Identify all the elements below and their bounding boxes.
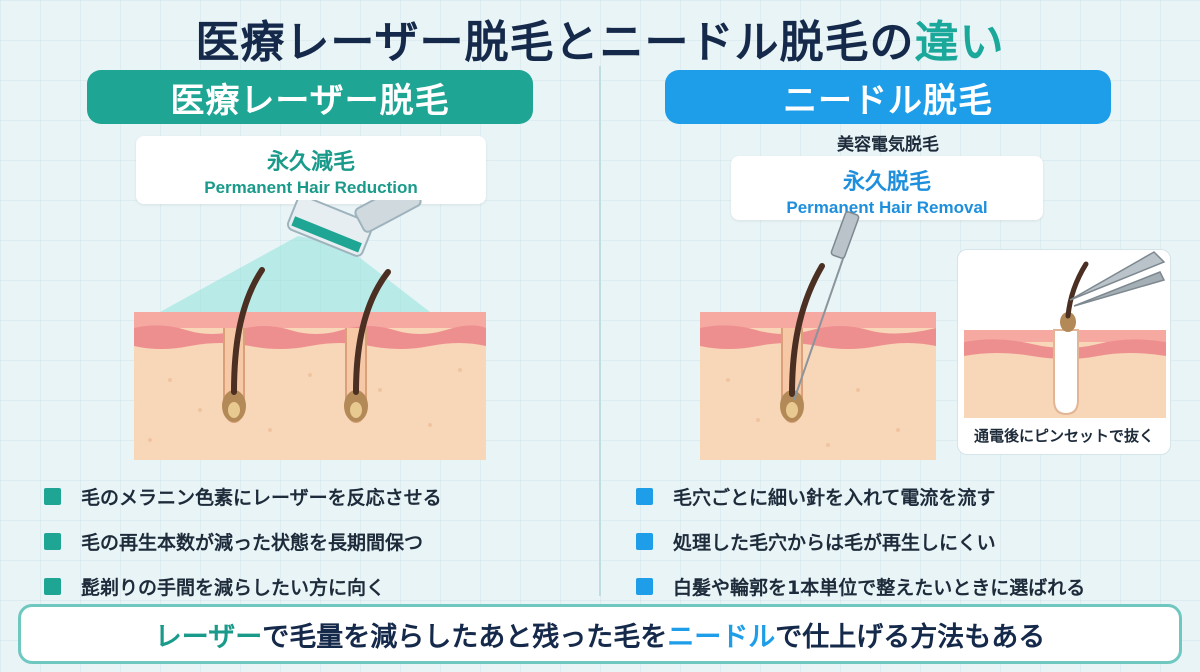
page-title-accent: 違い	[914, 17, 1005, 68]
laser-device-icon	[286, 200, 422, 257]
laser-beam	[160, 236, 430, 312]
laser-info-jp: 永久減毛	[266, 150, 355, 175]
hair-follicle-1	[222, 267, 265, 424]
laser-info-box: 永久減毛 Permanent Hair Reduction	[136, 136, 486, 204]
extracted-hair	[1060, 261, 1089, 332]
needle-bullet-item: 白髪や輪郭を1本単位で整えたいときに選ばれる	[636, 564, 1085, 609]
laser-info-en: Permanent Hair Reduction	[204, 178, 418, 197]
needle-heading: ニードル脱毛	[665, 70, 1111, 124]
skin-cross-section	[134, 312, 486, 460]
page-title: 医療レーザー脱毛とニードル脱毛の違い	[0, 6, 1200, 70]
needle-bullet-item: 毛穴ごとに細い針を入れて電流を流す	[636, 474, 1085, 519]
needle-info-box: 永久脱毛 Permanent Hair Removal	[731, 156, 1043, 220]
hair-follicle	[780, 263, 825, 424]
empty-follicle	[1053, 329, 1079, 416]
footer-summary: レーザーで毛量を減らしたあと残った毛をニードルで仕上げる方法もある	[18, 604, 1182, 664]
laser-bullet-item: 髭剃りの手間を減らしたい方に向く	[44, 564, 442, 609]
needle-icon	[793, 211, 860, 401]
needle-illustration	[700, 211, 936, 460]
tweezer-illustration	[964, 251, 1166, 418]
teal-square-icon	[44, 488, 61, 505]
center-divider	[599, 66, 601, 596]
laser-bullet-list: 毛のメラニン色素にレーザーを反応させる 毛の再生本数が減った状態を長期間保つ 髭…	[44, 474, 442, 609]
teal-square-icon	[44, 533, 61, 550]
page-title-main: 医療レーザー脱毛とニードル脱毛の	[195, 17, 915, 68]
laser-bullet-item: 毛の再生本数が減った状態を長期間保つ	[44, 519, 442, 564]
needle-subheading: 美容電気脱毛	[837, 135, 939, 155]
laser-heading: 医療レーザー脱毛	[87, 70, 533, 124]
tweezers-icon	[1069, 251, 1166, 307]
footer-text-2: で仕上げる方法もある	[775, 621, 1046, 653]
footer-laser: レーザー	[154, 621, 263, 653]
blue-square-icon	[636, 488, 653, 505]
blue-square-icon	[636, 578, 653, 595]
blue-square-icon	[636, 533, 653, 550]
laser-illustration	[134, 200, 486, 460]
footer-text-1: で毛量を減らしたあと残った毛を	[262, 621, 668, 653]
laser-bullet-item: 毛のメラニン色素にレーザーを反応させる	[44, 474, 442, 519]
skin-cross-section	[700, 312, 936, 460]
teal-square-icon	[44, 578, 61, 595]
needle-info-jp: 永久脱毛	[842, 170, 931, 195]
tweezer-inset: 通電後にピンセットで抜く	[957, 249, 1171, 455]
needle-bullet-item: 処理した毛穴からは毛が再生しにくい	[636, 519, 1085, 564]
needle-bullet-list: 毛穴ごとに細い針を入れて電流を流す 処理した毛穴からは毛が再生しにくい 白髪や輪…	[636, 474, 1085, 609]
needle-info-en: Permanent Hair Removal	[786, 198, 988, 217]
hair-follicle-2	[344, 269, 391, 424]
footer-needle: ニードル	[667, 621, 776, 653]
inset-caption: 通電後にピンセットで抜く	[973, 427, 1154, 445]
